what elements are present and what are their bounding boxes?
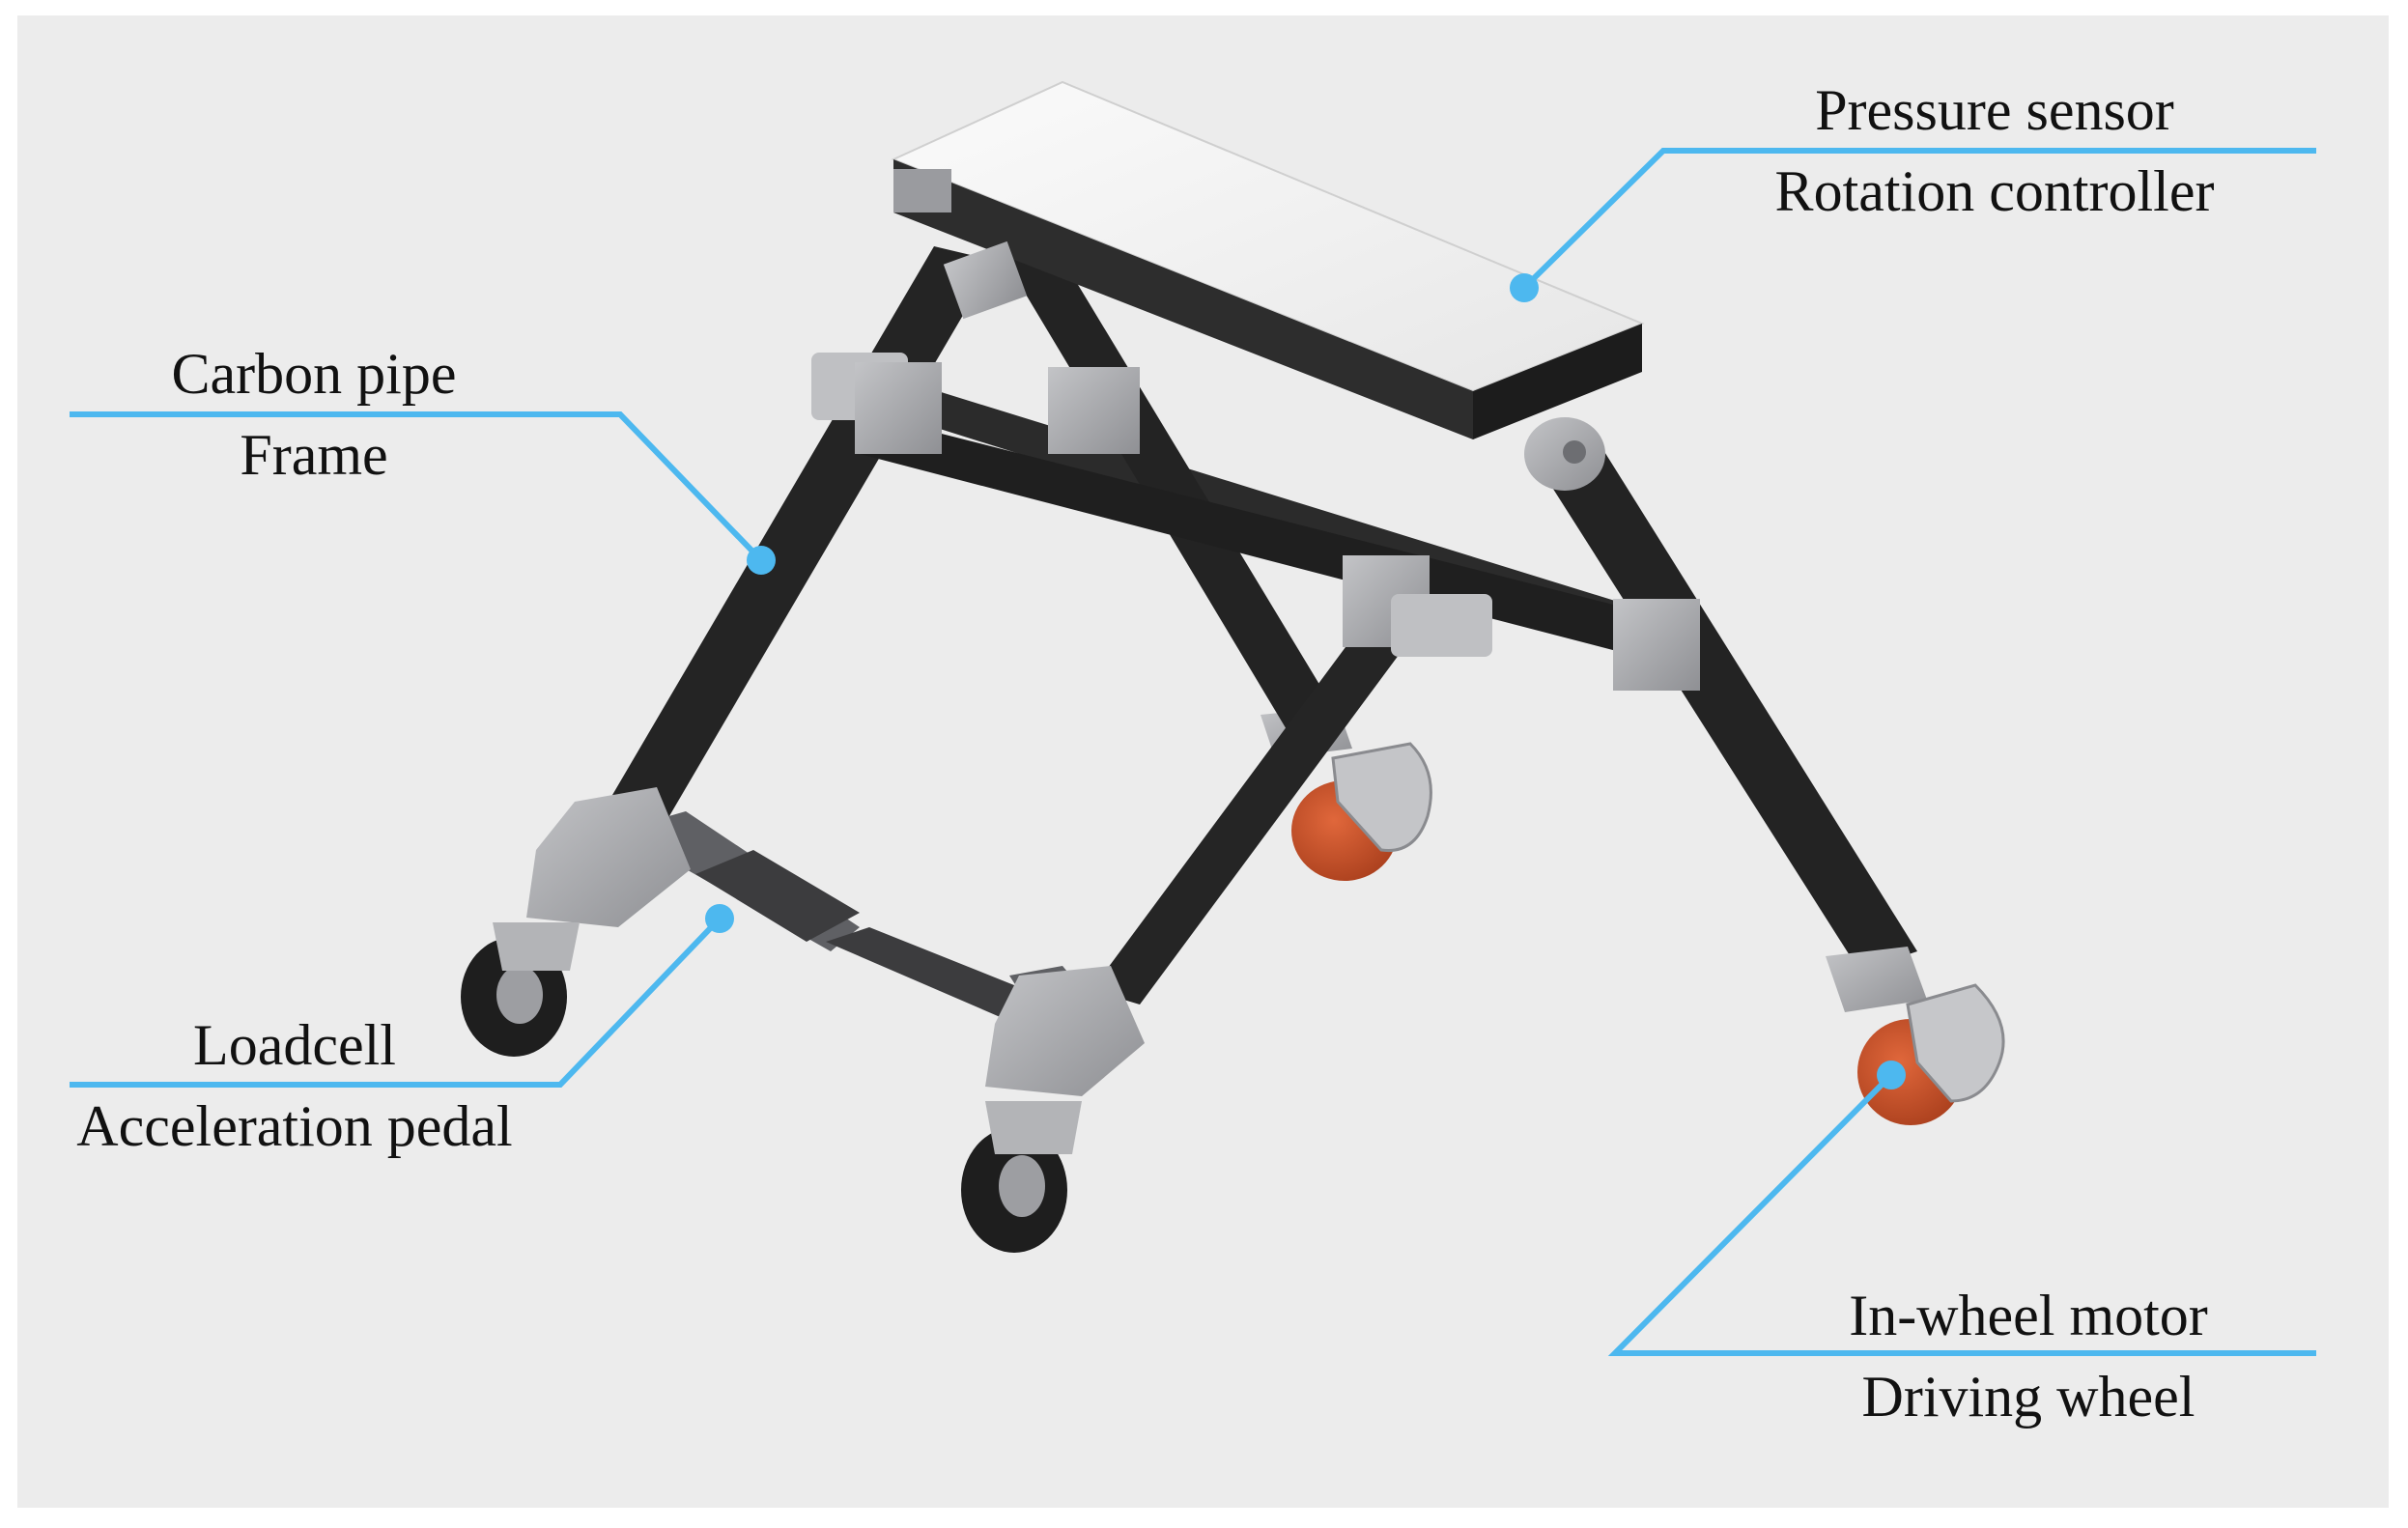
right-caster-hub (999, 1155, 1045, 1217)
right-crossbar-joint (1613, 599, 1700, 691)
in-wheel-motor-line2: Driving wheel (1861, 1365, 2196, 1429)
pressure-sensor-line2: Rotation controller (1774, 159, 2215, 223)
carbon-pipe-dot (747, 546, 776, 575)
carbon-pipe-line2: Frame (240, 423, 388, 487)
frame-joints (811, 241, 1700, 691)
rear-right-leg (1531, 435, 1917, 971)
rotation-controller (1524, 417, 1605, 491)
seat-pressure-sensor (891, 80, 1645, 439)
carbon-pipe-label: Carbon pipe Frame (77, 333, 551, 495)
loadcell-label: Loadcell Acceleration pedal (58, 1005, 531, 1167)
in-wheel-motor-dot (1877, 1061, 1906, 1089)
right-caster (961, 966, 1145, 1253)
in-wheel-motor-leader (1607, 1072, 2316, 1356)
right-caster-bracket (985, 966, 1145, 1096)
center-crossbar-joint (1048, 367, 1140, 454)
pedal-plate-left (695, 850, 860, 942)
loadcell-leader (70, 916, 722, 1088)
left-caster-fork (493, 922, 580, 971)
pressure-sensor-leader (1521, 148, 2316, 291)
right-pipe-connector (1391, 594, 1492, 657)
loadcell-line1: Loadcell (193, 1013, 396, 1077)
carbon-pipe-leader (70, 411, 764, 563)
pressure-sensor-dot (1510, 273, 1539, 302)
seat-end-cap (893, 169, 951, 212)
left-caster-bracket (526, 787, 691, 927)
left-caster (461, 787, 691, 1057)
pressure-sensor-label: Pressure sensor Rotation controller (1705, 70, 2284, 232)
left-caster-hub (496, 966, 543, 1024)
front-wheel-housing (1906, 983, 2005, 1103)
front-wheel-mount (1826, 947, 1927, 1012)
carbon-pipe-line1: Carbon pipe (171, 342, 457, 406)
pressure-sensor-line1: Pressure sensor (1815, 78, 2174, 142)
loadcell-line2: Acceleration pedal (76, 1094, 513, 1158)
seat-side-edge (1473, 324, 1642, 439)
right-caster-fork (985, 1101, 1082, 1154)
front-driving-wheel (1826, 947, 2005, 1125)
rotation-hinge-pin (1563, 440, 1586, 464)
left-crossbar-joint (855, 362, 942, 454)
rear-wheel-housing (1331, 742, 1432, 853)
front-right-leg (1091, 599, 1430, 1005)
in-wheel-motor-label: In-wheel motor Driving wheel (1768, 1275, 2289, 1437)
seat-front-edge (893, 159, 1473, 439)
in-wheel-motor-line1: In-wheel motor (1849, 1284, 2208, 1347)
pedal-plate-right (826, 927, 1038, 1019)
front-left-leg (606, 246, 995, 821)
seat-left-joint (943, 241, 1028, 320)
loadcell-dot (705, 904, 734, 933)
callouts (70, 148, 2316, 1356)
callout-dots (705, 273, 1906, 1089)
